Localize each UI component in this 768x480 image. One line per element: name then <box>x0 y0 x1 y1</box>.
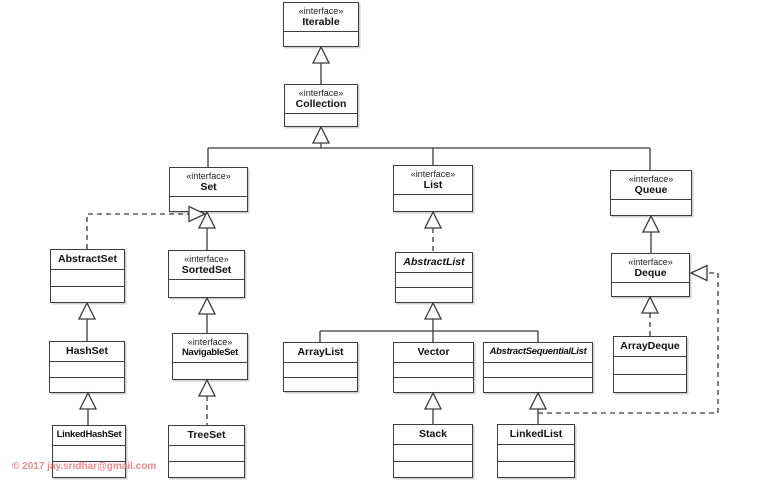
empty-compartment <box>394 445 472 462</box>
empty-compartment <box>169 280 244 297</box>
class-name: Set <box>200 181 217 194</box>
empty-compartment <box>173 363 247 379</box>
class-box-sortedset: «interface»SortedSet <box>168 250 245 298</box>
class-box-list: «interface»List <box>393 165 473 212</box>
class-name: LinkedHashSet <box>56 429 122 441</box>
empty-compartment <box>53 446 125 462</box>
arrow-treeset-implements-navigableset <box>197 378 217 425</box>
class-name: Collection <box>295 98 347 111</box>
class-name: Vector <box>417 346 450 359</box>
stereotype-label: «interface» <box>410 168 456 179</box>
class-name: SortedSet <box>181 264 232 277</box>
arrow-hashset-extends-abstractset <box>77 301 97 341</box>
class-name: Stack <box>418 428 448 441</box>
empty-compartment <box>484 378 592 392</box>
class-name: Deque <box>634 267 667 280</box>
class-box-stack: Stack <box>393 424 473 478</box>
class-box-queue: «interface»Queue <box>610 170 692 216</box>
empty-compartment <box>611 200 691 215</box>
class-box-abstractlist: AbstractList <box>395 252 473 303</box>
class-name: Queue <box>634 184 668 197</box>
class-box-linkedhashset: LinkedHashSet <box>52 425 126 478</box>
empty-compartment <box>284 378 357 392</box>
class-box-collection: «interface»Collection <box>284 84 358 127</box>
class-box-treeset: TreeSet <box>168 425 245 478</box>
empty-compartment <box>394 462 472 478</box>
class-name: AbstractSequentialList <box>489 346 587 358</box>
class-box-set: «interface»Set <box>169 167 248 212</box>
class-box-navigableset: «interface»NavigableSet <box>172 333 248 380</box>
class-name: NavigableSet <box>181 346 239 358</box>
empty-compartment <box>498 445 574 462</box>
class-box-linkedlist: LinkedList <box>497 424 575 478</box>
empty-compartment <box>284 32 358 46</box>
arrow-linkedhashset-extends-hashset <box>78 391 98 425</box>
arrow-set-list-queue-extend-collection <box>207 125 651 170</box>
class-name: AbstractSet <box>58 253 117 266</box>
class-name: Iterable <box>302 16 340 29</box>
empty-compartment <box>169 462 244 477</box>
empty-compartment <box>396 273 472 288</box>
empty-compartment <box>169 446 244 462</box>
class-name: ArrayDeque <box>620 340 680 353</box>
class-box-abstractset: AbstractSet <box>50 249 125 303</box>
arrow-linkedlist-extends-abstractsequentiallist <box>528 391 548 424</box>
empty-compartment <box>51 270 124 287</box>
empty-compartment <box>394 363 473 378</box>
class-box-abstractsequentiallist: AbstractSequentialList <box>483 342 593 393</box>
arrow-sortedset-extends-set <box>197 210 217 250</box>
class-box-hashset: HashSet <box>49 341 125 393</box>
arrow-abstractset-implements-set <box>86 205 207 249</box>
empty-compartment <box>394 378 473 392</box>
class-name: HashSet <box>65 345 108 358</box>
class-name: TreeSet <box>187 429 226 442</box>
arrow-list-classes-extend-abstractlist <box>319 301 539 342</box>
empty-compartment <box>484 363 592 378</box>
class-box-iterable: «interface»Iterable <box>283 2 359 47</box>
stereotype-label: «interface» <box>298 87 344 98</box>
stereotype-label: «interface» <box>298 5 344 16</box>
empty-compartment <box>396 288 472 302</box>
class-name: AbstractList <box>403 256 465 269</box>
empty-compartment <box>614 375 686 392</box>
class-name: ArrayList <box>297 346 344 359</box>
empty-compartment <box>394 195 472 211</box>
empty-compartment <box>50 378 124 393</box>
class-name: List <box>423 179 443 192</box>
empty-compartment <box>170 197 247 211</box>
stereotype-label: «interface» <box>187 337 233 348</box>
empty-compartment <box>284 363 357 378</box>
arrow-navigableset-extends-sortedset <box>197 296 217 333</box>
class-box-deque: «interface»Deque <box>611 253 690 297</box>
arrow-stack-extends-vector <box>423 391 443 424</box>
class-name: LinkedList <box>509 428 563 441</box>
empty-compartment <box>614 357 686 375</box>
stereotype-label: «interface» <box>184 253 229 264</box>
arrow-abstractlist-implements-list <box>423 210 443 252</box>
class-box-arraydeque: ArrayDeque <box>613 336 687 393</box>
empty-compartment <box>285 114 357 126</box>
stereotype-label: «interface» <box>186 170 231 181</box>
class-box-vector: Vector <box>393 342 474 393</box>
arrow-arraydeque-implements-deque <box>640 295 660 336</box>
copyright-watermark: © 2017 jay.sridhar@gmail.com <box>12 461 157 472</box>
arrow-collection-extends-iterable <box>311 45 331 84</box>
arrow-deque-extends-queue <box>641 214 661 253</box>
class-box-arraylist: ArrayList <box>283 342 358 392</box>
empty-compartment <box>612 283 689 296</box>
empty-compartment <box>50 362 124 378</box>
empty-compartment <box>51 287 124 303</box>
empty-compartment <box>498 462 574 478</box>
stereotype-label: «interface» <box>628 173 674 184</box>
stereotype-label: «interface» <box>628 256 673 267</box>
